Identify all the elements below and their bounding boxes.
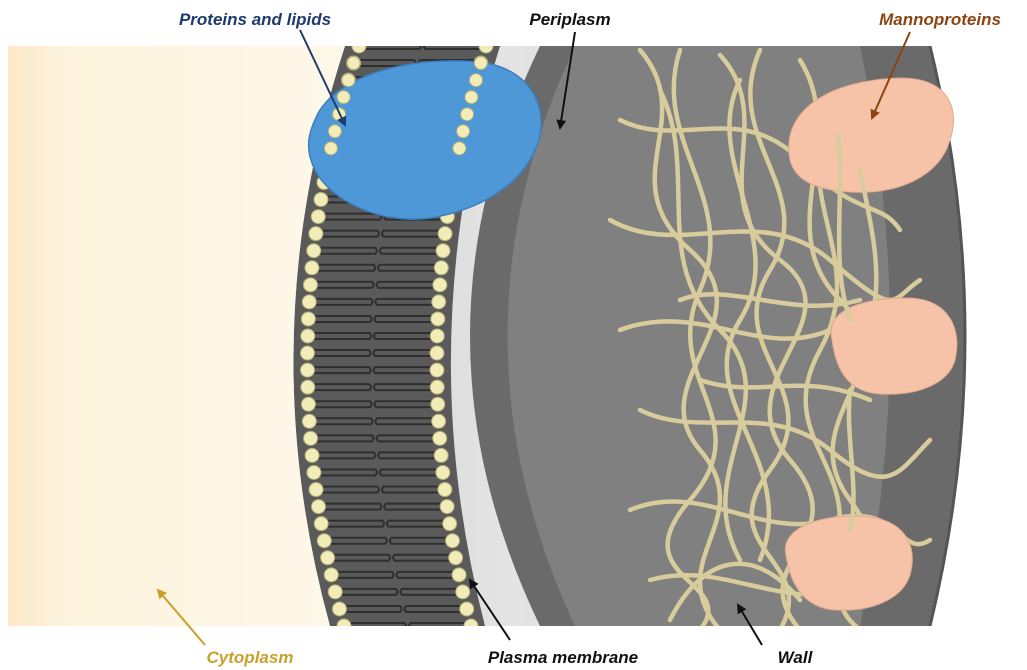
lipid-head — [321, 551, 335, 565]
lipid-head — [430, 363, 444, 377]
lipid-head — [432, 414, 446, 428]
lipid-head — [300, 346, 314, 360]
protein-lipid-head — [328, 125, 341, 138]
lipid-head — [307, 465, 321, 479]
protein-lipid-head — [324, 142, 337, 155]
lipid-head — [324, 568, 338, 582]
lipid-head — [431, 312, 445, 326]
lipid-head — [304, 431, 318, 445]
lipid-head — [314, 193, 328, 207]
lipid-head — [305, 261, 319, 275]
protein-lipid-head — [469, 74, 482, 87]
lipid-head — [311, 500, 325, 514]
lipid-head — [309, 483, 323, 497]
lipid-head — [352, 39, 366, 53]
protein-lipid-head — [457, 125, 470, 138]
lipid-head — [431, 397, 445, 411]
lipid-head — [302, 414, 316, 428]
lipid-head — [337, 619, 351, 633]
label-periplasm: Periplasm — [529, 10, 610, 29]
lipid-head — [317, 534, 331, 548]
lipid-head — [301, 380, 315, 394]
lipid-head — [443, 517, 457, 531]
lipid-head — [311, 210, 325, 224]
protein-lipid-head — [474, 57, 487, 70]
lipid-head — [432, 295, 446, 309]
lipid-head — [430, 346, 444, 360]
protein-lipid-head — [337, 91, 350, 104]
lipid-head — [303, 278, 317, 292]
lipid-head — [301, 329, 315, 343]
lipid-head — [301, 312, 315, 326]
label-wall: Wall — [778, 648, 814, 667]
lipid-head — [433, 278, 447, 292]
protein-lipid-head — [461, 108, 474, 121]
protein-lipid-head — [342, 74, 355, 87]
lipid-head — [456, 585, 470, 599]
lipid-head — [440, 500, 454, 514]
label-proteins-lipids: Proteins and lipids — [179, 10, 331, 29]
lipid-head — [436, 465, 450, 479]
lipid-head — [438, 483, 452, 497]
lipid-head — [438, 227, 452, 241]
lipid-head — [430, 329, 444, 343]
lipid-head — [430, 380, 444, 394]
label-plasma-membrane: Plasma membrane — [488, 648, 638, 667]
lipid-head — [449, 551, 463, 565]
protein-lipid-head — [347, 57, 360, 70]
label-mannoproteins: Mannoproteins — [879, 10, 1001, 29]
lipid-head — [433, 431, 447, 445]
label-cytoplasm: Cytoplasm — [207, 648, 294, 667]
lipid-head — [309, 227, 323, 241]
lipid-head — [328, 585, 342, 599]
protein-lipid-head — [453, 142, 466, 155]
lipid-head — [446, 534, 460, 548]
lipid-head — [460, 602, 474, 616]
lipid-head — [436, 244, 450, 258]
lipid-head — [314, 517, 328, 531]
lipid-head — [300, 363, 314, 377]
lipid-head — [305, 448, 319, 462]
lipid-head — [301, 397, 315, 411]
lipid-head — [434, 261, 448, 275]
lipid-head — [434, 448, 448, 462]
lipid-head — [302, 295, 316, 309]
lipid-head — [332, 602, 346, 616]
protein-lipid-head — [465, 91, 478, 104]
lipid-head — [452, 568, 466, 582]
lipid-head — [464, 619, 478, 633]
lipid-head — [479, 39, 493, 53]
lipid-head — [307, 244, 321, 258]
